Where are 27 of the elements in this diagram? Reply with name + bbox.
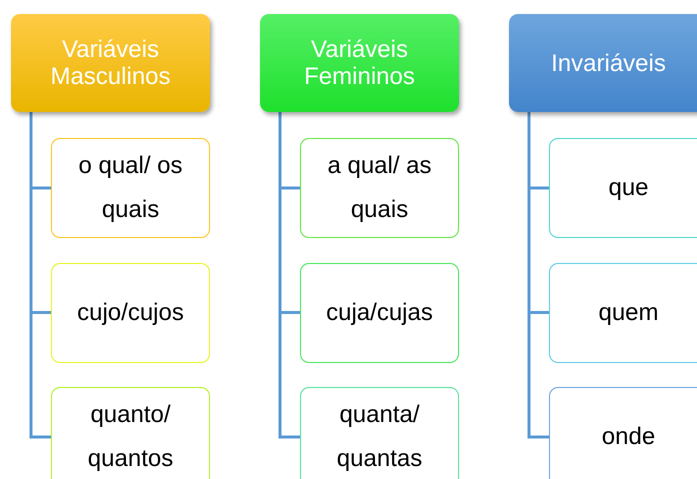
node-text: que <box>607 173 650 203</box>
category-header-box <box>260 14 459 112</box>
node-text: a qual/ as quais <box>326 151 433 225</box>
node-text: cuja/cujas <box>325 298 434 328</box>
item-box <box>51 262 210 362</box>
node-text: cujo/cujos <box>76 298 185 328</box>
node-text: o qual/ os quais <box>77 151 184 225</box>
connector-line <box>528 112 549 438</box>
item-box <box>300 387 459 479</box>
connector-line <box>30 112 51 438</box>
item-box <box>300 262 459 362</box>
node-text: quem <box>597 298 660 328</box>
category-header-box <box>509 14 697 112</box>
category-header-box <box>11 14 210 112</box>
node-text: Invariáveis <box>550 50 667 76</box>
item-box <box>51 138 210 238</box>
item-box <box>300 138 459 238</box>
node-text: Variáveis Masculinos <box>49 36 172 90</box>
node-text: quanto/ quantos <box>86 400 174 474</box>
item-box <box>549 387 697 479</box>
connector-line <box>278 112 300 438</box>
node-text: quanta/ quantas <box>336 400 424 474</box>
item-box <box>549 262 697 362</box>
node-text: onde <box>600 422 656 452</box>
item-box <box>51 387 210 479</box>
item-box <box>549 138 697 238</box>
node-text: Variáveis Femininos <box>303 36 416 90</box>
